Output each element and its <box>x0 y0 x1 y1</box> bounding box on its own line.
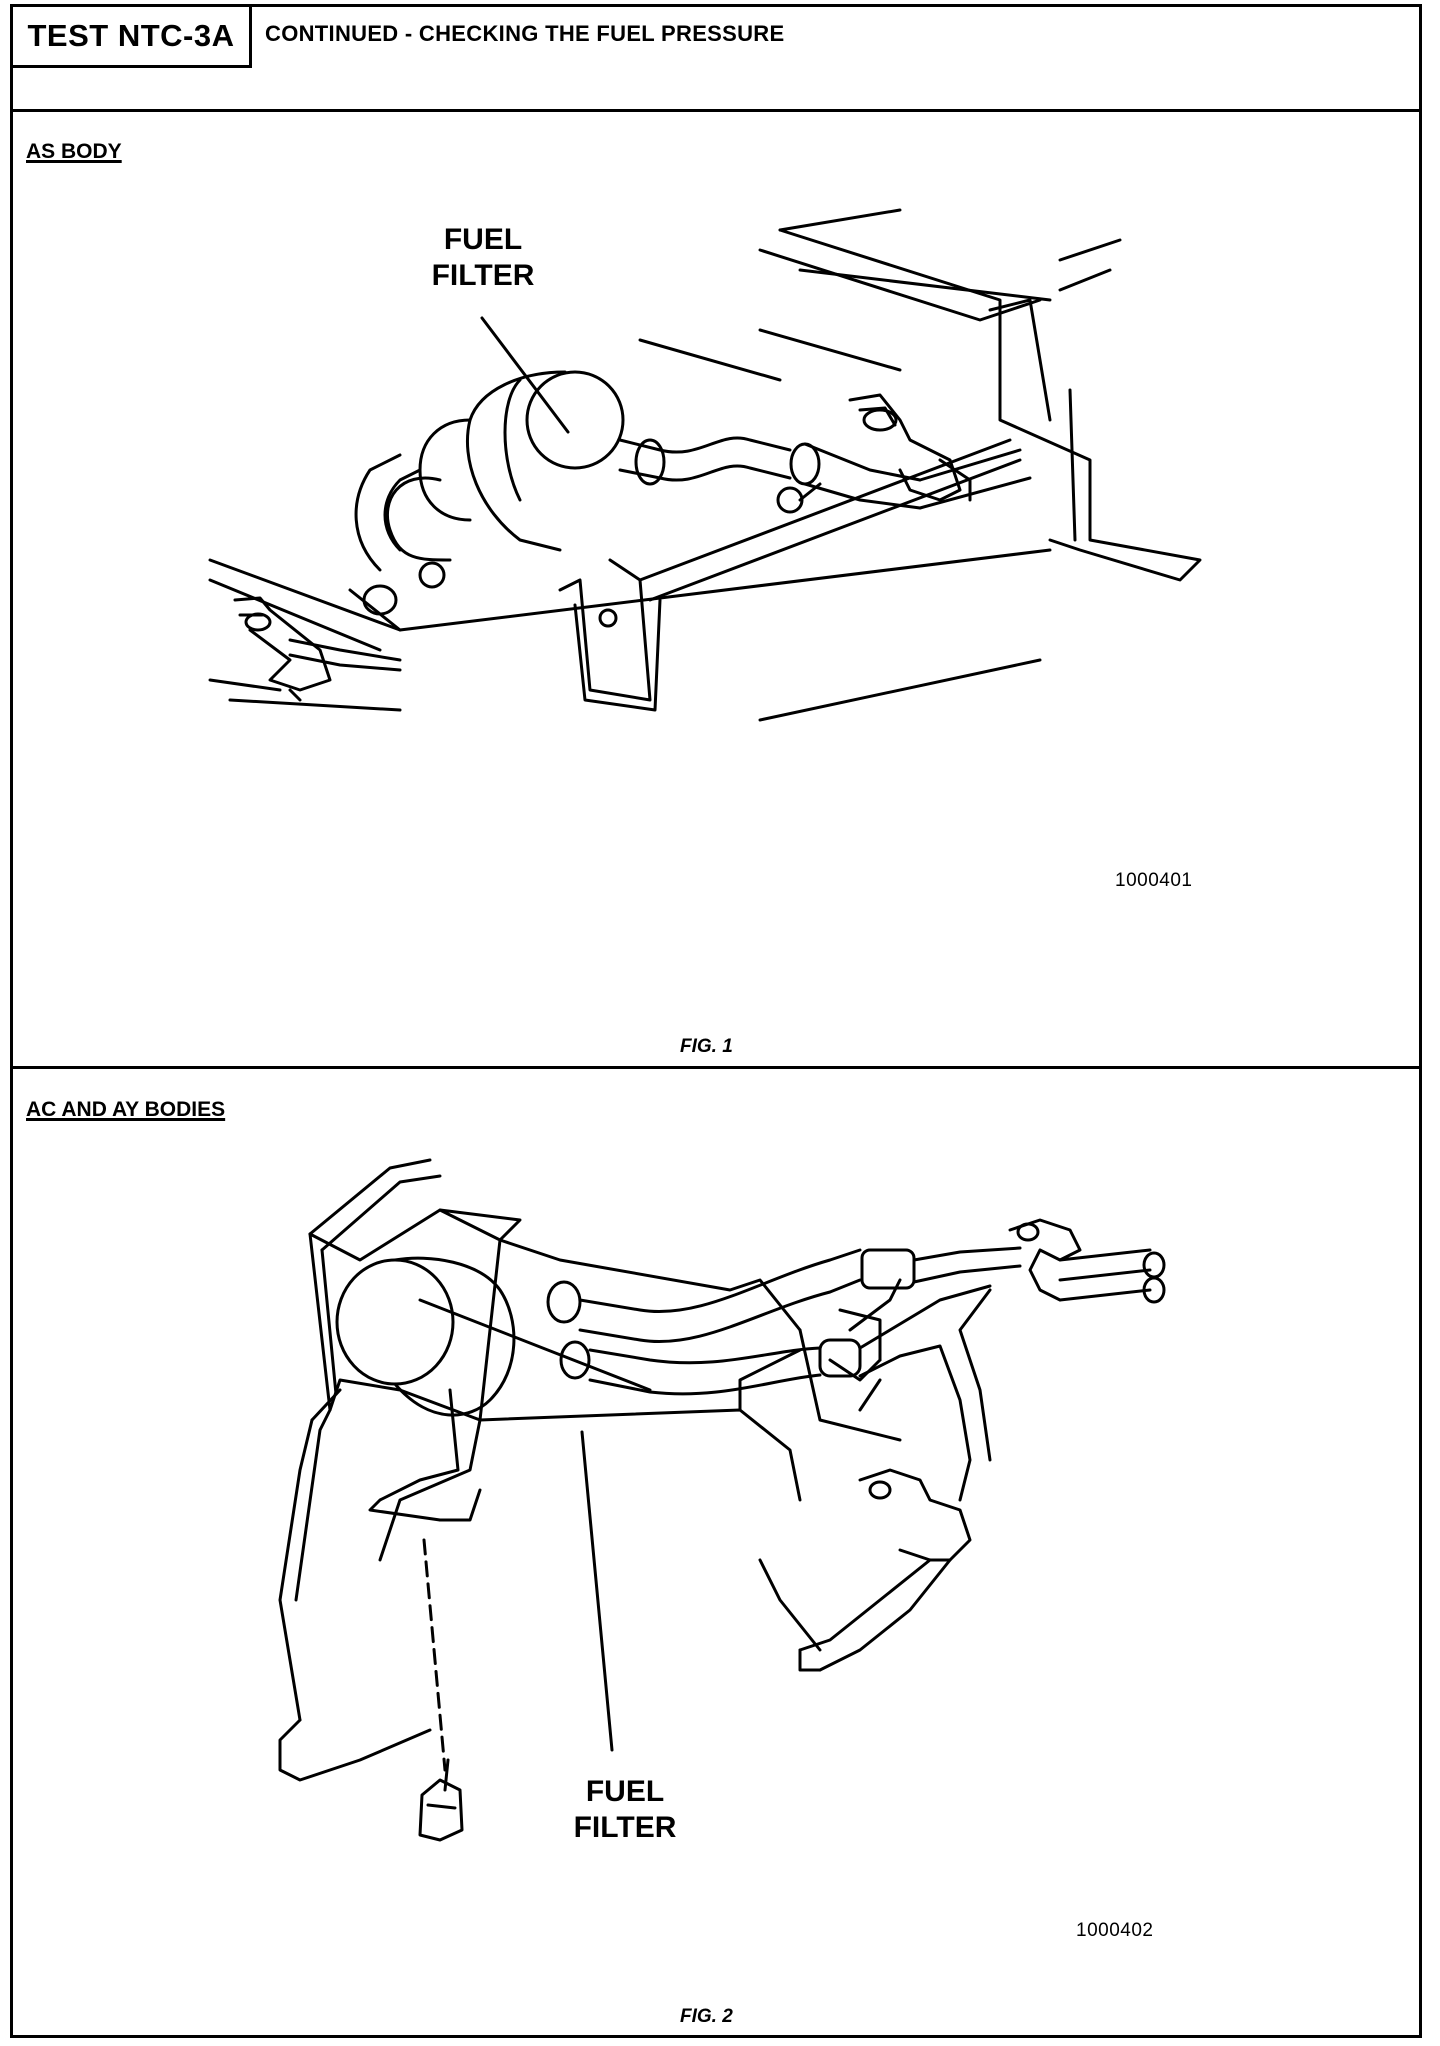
fig2-callout-line2: FILTER <box>573 1811 677 1844</box>
test-id-box: TEST NTC-3A <box>13 7 252 68</box>
fig1-caption: FIG. 1 <box>680 1036 733 1057</box>
fig1-callout-line1: FUEL <box>443 223 523 256</box>
fig1-image-code: 1000401 <box>1115 870 1193 891</box>
fig1-section-label: AS BODY <box>26 140 122 163</box>
fig1-callout-line2: FILTER <box>431 259 535 292</box>
page-title: CONTINUED - CHECKING THE FUEL PRESSURE <box>265 21 785 46</box>
fig2-section-label: AC AND AY BODIES <box>26 1098 226 1121</box>
fig2-callout-line1: FUEL <box>585 1775 665 1808</box>
fig2-caption: FIG. 2 <box>680 2006 733 2027</box>
fig2-image-code: 1000402 <box>1076 1920 1154 1941</box>
section-divider <box>10 1066 1422 1069</box>
fig1-fuel-filter-callout: FUEL FILTER <box>418 222 548 294</box>
page-header: TEST NTC-3A CONTINUED - CHECKING THE FUE… <box>10 4 1422 112</box>
fig2-fuel-filter-callout: FUEL FILTER <box>560 1774 690 1846</box>
